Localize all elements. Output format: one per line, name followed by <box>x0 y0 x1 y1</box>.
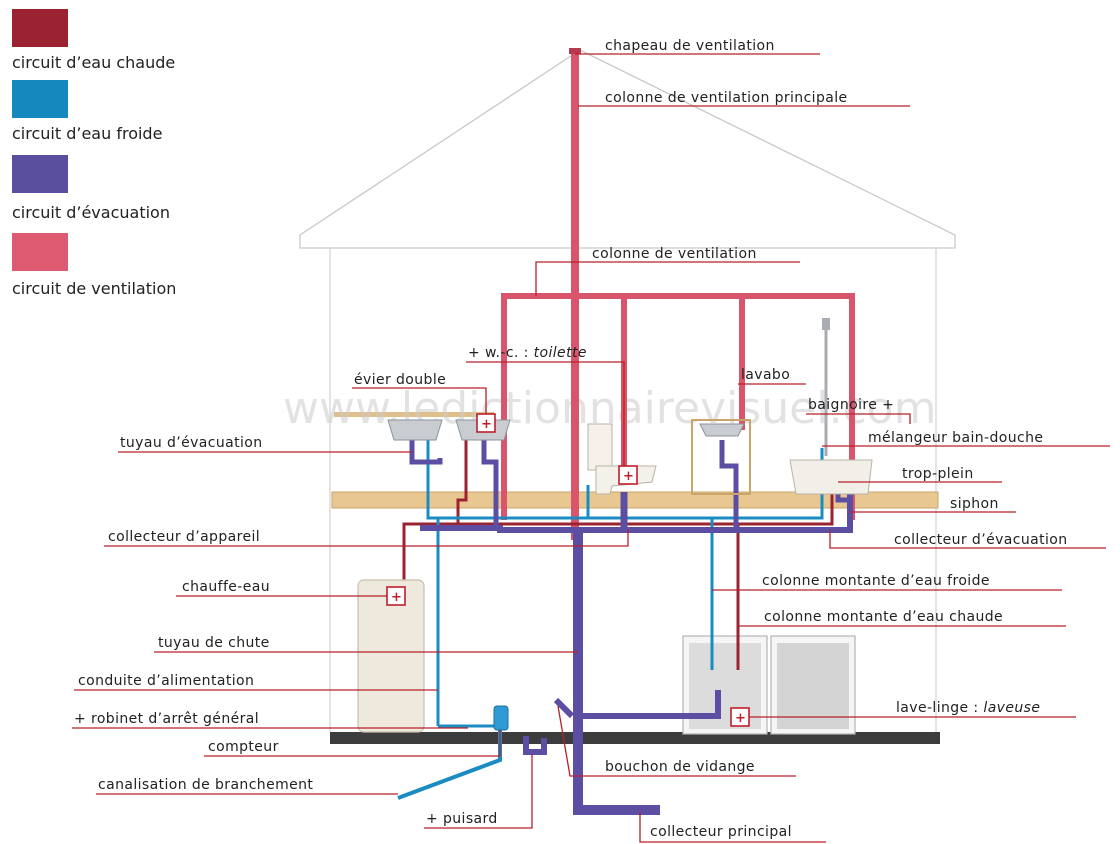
label-canalisation-branchement: canalisation de branchement <box>98 777 313 793</box>
label-trop-plein: trop-plein <box>902 466 974 482</box>
hot-to-sink <box>456 440 468 524</box>
vent-cap <box>569 48 581 54</box>
water-meter <box>493 705 509 731</box>
basement-floor <box>330 732 940 744</box>
plus-box-lave-linge[interactable]: + <box>730 707 750 727</box>
washer-drain <box>578 690 721 719</box>
label-compteur: compteur <box>208 739 279 755</box>
legend-swatch-hot <box>12 9 68 47</box>
label-lave-linge-italic: laveuse <box>983 700 1040 716</box>
cold-supply-main <box>436 516 714 726</box>
leader-lines <box>72 53 1110 843</box>
fixture-collector <box>420 480 853 533</box>
shower-head <box>822 318 830 330</box>
label-puisard: + puisard <box>426 811 498 827</box>
label-siphon: siphon <box>950 496 999 512</box>
leader-collecteur-evac <box>829 530 1106 549</box>
leader-puisard <box>424 754 533 829</box>
legend-label-cold: circuit d’eau froide <box>12 124 162 143</box>
leader-colonne-ventilation <box>535 261 800 296</box>
label-baignoire: baignoire + <box>808 397 894 413</box>
ventilation-circuit <box>501 52 855 540</box>
water-heater <box>357 579 425 733</box>
label-colonne-chaude: colonne montante d’eau chaude <box>764 609 1003 625</box>
label-tuyau-chute: tuyau de chute <box>158 635 270 651</box>
plus-box-evier[interactable]: + <box>476 413 496 433</box>
label-collecteur-evacuation: collecteur d’évacuation <box>894 532 1068 548</box>
label-chapeau-ventilation: chapeau de ventilation <box>605 38 775 54</box>
legend-label-drain: circuit d’évacuation <box>12 203 170 222</box>
leader-collecteur-appareil <box>104 530 629 547</box>
label-tuyau-evacuation: tuyau d’évacuation <box>120 435 263 451</box>
label-evier-double: évier double <box>354 372 446 388</box>
plus-box-wc[interactable]: + <box>618 465 638 485</box>
label-lave-linge-prefix: lave-linge : <box>896 700 979 716</box>
label-conduite-alimentation: conduite d’alimentation <box>78 673 254 689</box>
basement-window-right-inner <box>777 643 849 729</box>
sink-trap-2 <box>481 440 499 530</box>
label-wc: + w.-c. : toilette <box>468 345 587 361</box>
leader-collecteur-principal <box>639 812 826 843</box>
legend-label-hot: circuit d’eau chaude <box>12 53 175 72</box>
upper-floor <box>331 491 939 509</box>
legend-swatch-vent <box>12 233 68 271</box>
lavabo-trap <box>719 440 739 530</box>
legend-swatch-drain <box>12 155 68 193</box>
label-chauffe-eau: chauffe-eau <box>182 579 270 595</box>
label-colonne-ventilation-principale: colonne de ventilation principale <box>605 90 848 106</box>
sink-trap <box>409 440 443 465</box>
bathtub <box>789 459 873 495</box>
plus-icon-wc: + <box>623 469 634 484</box>
label-bouchon-vidange: bouchon de vidange <box>605 759 755 775</box>
cleanout <box>553 697 575 719</box>
legend-swatch-cold <box>12 80 68 118</box>
plus-box-wc-rect <box>618 465 638 485</box>
label-robinet-arret: + robinet d’arrêt général <box>74 711 259 727</box>
leader-wc <box>466 361 625 466</box>
sink-bowl-left <box>387 419 443 441</box>
lavabo-basin <box>699 423 745 437</box>
label-wc-italic: toilette <box>534 345 587 361</box>
sump-trap <box>523 736 547 755</box>
house <box>299 49 956 744</box>
legend: circuit d’eau chaude circuit d’eau froid… <box>12 9 176 298</box>
label-colonne-froide: colonne montante d’eau froide <box>762 573 990 589</box>
plus-icon-chauffe-eau: + <box>391 590 402 605</box>
label-lave-linge: lave-linge : laveuse <box>896 700 1040 716</box>
leader-evier <box>352 387 487 414</box>
fixtures <box>357 318 873 733</box>
main-stack <box>573 530 660 815</box>
label-collecteur-principal: collecteur principal <box>650 824 792 840</box>
roof-outline <box>299 49 956 249</box>
cold-to-sink <box>426 440 438 520</box>
label-lavabo: lavabo <box>741 367 790 383</box>
leader-baignoire <box>806 413 911 424</box>
plus-icon-lave-linge: + <box>735 711 746 726</box>
plus-icon-evier: + <box>481 417 492 432</box>
label-collecteur-appareil: collecteur d’appareil <box>108 529 260 545</box>
labels: chapeau de ventilation colonne de ventil… <box>74 38 1068 840</box>
toilet-tank <box>587 423 613 471</box>
leader-bouchon <box>557 705 796 777</box>
plus-box-chauffe-eau[interactable]: + <box>386 586 406 606</box>
legend-label-vent: circuit de ventilation <box>12 279 176 298</box>
label-melangeur: mélangeur bain-douche <box>868 430 1043 446</box>
lavabo-cabinet <box>691 419 751 495</box>
kitchen-counter <box>334 412 494 417</box>
leader-compteur <box>204 730 501 757</box>
label-wc-prefix: + w.-c. : <box>468 345 529 361</box>
label-colonne-ventilation: colonne de ventilation <box>592 246 757 262</box>
